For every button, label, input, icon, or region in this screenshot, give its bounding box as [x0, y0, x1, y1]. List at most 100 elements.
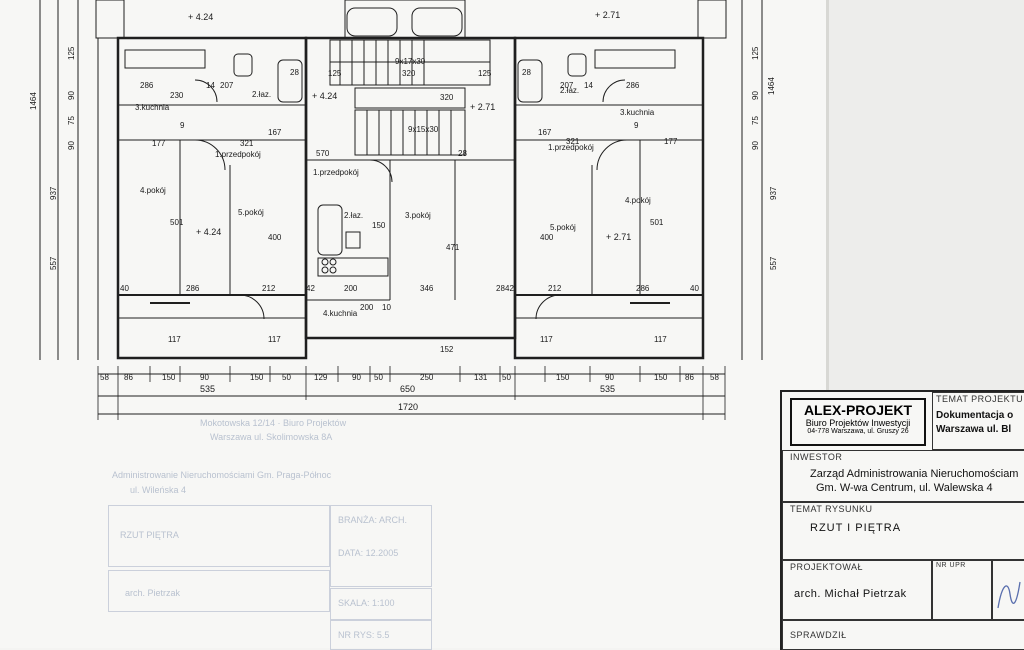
temat-line-1: Dokumentacja o	[936, 410, 1014, 421]
ghost-text-3: Administrowanie Nieruchomościami Gm. Pra…	[112, 470, 332, 480]
room-label: 5.pokój	[238, 208, 264, 217]
wall-top-right	[697, 0, 727, 39]
dim-label: 471	[446, 243, 460, 252]
bathtub-center	[317, 204, 343, 256]
door-arc	[194, 79, 218, 103]
room-label: 4.kuchnia	[323, 309, 358, 318]
level-marker: + 4.24	[312, 91, 337, 101]
room-label: 2.łaz.	[344, 211, 363, 220]
dim-label: 286	[140, 81, 154, 90]
dim-label-bottom: 90	[200, 373, 209, 382]
dim-label: 9	[180, 121, 185, 130]
dim-label: 212	[548, 284, 562, 293]
signature-mark	[997, 581, 1021, 609]
dim-label: 117	[540, 335, 553, 344]
dim-label: 321	[566, 137, 580, 146]
ghost-box-2	[330, 505, 432, 587]
dim-label: 14	[206, 81, 215, 90]
ghost-box-4	[330, 588, 432, 620]
dim-label: 346	[420, 284, 434, 293]
dim-label-left: 125	[67, 46, 76, 60]
dim-label: 10	[382, 303, 391, 312]
dim-label: 42	[306, 284, 315, 293]
inwestor-label: INWESTOR	[790, 452, 843, 462]
stair-landing	[354, 87, 466, 109]
projektowal-cell	[782, 560, 932, 620]
firm-address: 04-778 Warszawa, ul. Gruszy 26	[807, 428, 909, 435]
dim-label: 42	[505, 284, 514, 293]
dim-label-bottom: 131	[474, 373, 488, 382]
room-label: 2.łaz.	[560, 86, 579, 95]
ghost-text-2: Warszawa ul. Skolimowska 8A	[210, 432, 333, 442]
dim-label: 167	[538, 128, 552, 137]
dim-label-bottom: 150	[250, 373, 264, 382]
room-label: 1.przedpokój	[313, 168, 359, 177]
firm-logo-box: ALEX-PROJEKT Biuro Projektów Inwestycji …	[790, 398, 926, 446]
dim-label: 570	[316, 149, 330, 158]
room-label: 2.łaz.	[252, 90, 271, 99]
level-marker: + 4.24	[188, 12, 213, 22]
level-marker: + 4.24	[196, 227, 221, 237]
nr-upr-cell	[932, 560, 992, 620]
kitchen-counter-right	[594, 49, 676, 69]
dim-label-right: 90	[751, 91, 760, 100]
level-marker: + 2.71	[595, 10, 620, 20]
dim-label: 150	[372, 221, 386, 230]
dim-label-left: 90	[67, 141, 76, 150]
toilet-right	[567, 53, 587, 77]
dim-label-bottom: 50	[282, 373, 291, 382]
wall-top-left	[95, 0, 125, 39]
room-label: 4.pokój	[625, 196, 651, 205]
dim-label: 286	[636, 284, 650, 293]
dim-label-left: 1464	[29, 92, 38, 110]
ghost-text-6: BRANŻA: ARCH.	[338, 515, 408, 525]
room-label: 1.przedpokój	[548, 143, 594, 152]
dim-label: 167	[268, 128, 282, 137]
nr-upr-label: NR UPR	[936, 562, 966, 569]
dim-label-bottom: 86	[124, 373, 133, 382]
projektowal-value: arch. Michał Pietrzak	[794, 588, 907, 600]
dim-label: 501	[170, 218, 184, 227]
dim-label-bottom: 58	[710, 373, 719, 382]
firm-subtitle: Biuro Projektów Inwestycji	[805, 418, 911, 428]
temat-cell	[932, 392, 1024, 450]
wall-top-center	[344, 0, 466, 39]
rysunek-cell	[782, 502, 1024, 560]
inwestor-line-2: Gm. W-wa Centrum, ul. Walewska 4	[816, 482, 993, 494]
sprawdzil-label: SPRAWDZIŁ	[790, 630, 847, 640]
dim-label: 28	[496, 284, 505, 293]
dim-label: 321	[240, 139, 254, 148]
dim-label-left: 557	[49, 256, 58, 270]
room-label: 3.pokój	[405, 211, 431, 220]
dim-label-right: 90	[751, 141, 760, 150]
ghost-text-10: NR RYS: 5.5	[338, 630, 390, 640]
door-arc	[535, 294, 561, 320]
bathtub-left	[277, 59, 303, 103]
door-arc	[369, 159, 393, 183]
dim-label: 40	[120, 284, 129, 293]
dim-label: 40	[690, 284, 699, 293]
dim-label: 200	[360, 303, 374, 312]
paper-fold-line	[826, 0, 829, 648]
stair-label: 9x15x30	[408, 125, 439, 134]
room-label: 5.pokój	[550, 223, 576, 232]
dim-label: 28	[522, 68, 531, 77]
wall-outline-right	[513, 36, 705, 360]
dim-label-bottom: 150	[556, 373, 570, 382]
firm-name: ALEX-PROJEKT	[803, 402, 913, 418]
dim-label-bottom: 90	[605, 373, 614, 382]
level-marker: + 2.71	[470, 102, 495, 112]
dim-label-bottom: 150	[654, 373, 668, 382]
dim-label: 117	[654, 335, 667, 344]
dim-label: 207	[560, 81, 574, 90]
toilet-left	[233, 53, 253, 77]
bathtub-top-left	[346, 7, 398, 37]
door-arc	[239, 294, 265, 320]
ghost-text-4: ul. Wileńska 4	[130, 485, 187, 495]
floor-plan: 3.kuchnia 2.łaz. 1.przedpokój 4.pokój 5.…	[29, 0, 778, 420]
dim-label-right: 75	[751, 116, 760, 125]
dim-label: 9	[634, 121, 639, 130]
rysunek-value: RZUT I PIĘTRA	[810, 522, 902, 534]
dim-label-right: 1464	[767, 77, 776, 95]
bathtub-top-right	[411, 7, 463, 37]
